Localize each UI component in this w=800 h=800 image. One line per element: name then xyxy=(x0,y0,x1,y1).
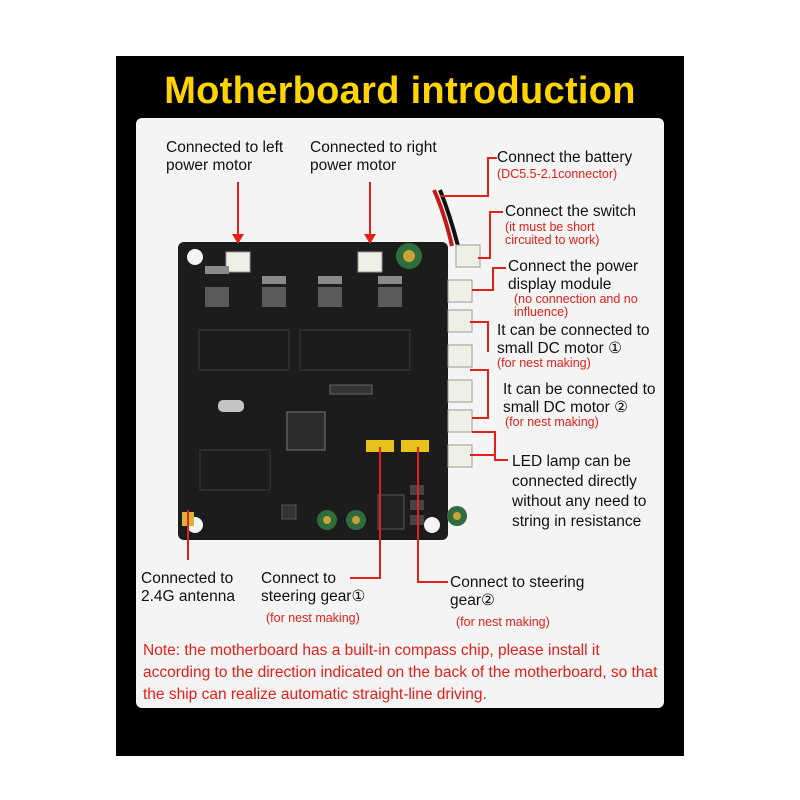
label-steering-1: Connect to steering gear① xyxy=(261,570,366,605)
annotation-lines xyxy=(187,157,508,583)
label-dc-motor-1-sub: (for nest making) xyxy=(497,356,591,370)
label-dc-motor-2: It can be connected to small DC motor ② xyxy=(503,381,656,416)
label-antenna: Connected to 2.4G antenna xyxy=(141,570,235,605)
label-left-motor: Connected to left power motor xyxy=(166,139,284,174)
note-text: Note: the motherboard has a built-in com… xyxy=(143,642,658,703)
motherboard-image xyxy=(178,189,481,540)
label-steering-2: Connect to steering gear② xyxy=(450,574,585,609)
label-battery: Connect the battery xyxy=(497,149,633,166)
label-dc-motor-2-sub: (for nest making) xyxy=(505,415,599,429)
label-power-display-sub: (no connection and no influence) xyxy=(514,292,638,319)
label-right-motor: Connected to right power motor xyxy=(310,139,437,174)
label-battery-sub: (DC5.5-2.1connector) xyxy=(497,167,618,181)
label-led: LED lamp can be connected directly witho… xyxy=(512,453,647,530)
label-steering-1-sub: (for nest making) xyxy=(266,611,360,625)
page-title: Motherboard introduction xyxy=(164,70,636,112)
label-switch-sub: (it must be short circuited to work) xyxy=(505,220,600,247)
label-switch: Connect the switch xyxy=(505,203,636,220)
label-steering-2-sub: (for nest making) xyxy=(456,615,550,629)
label-power-display: Connect the power display module xyxy=(508,258,639,293)
label-dc-motor-1: It can be connected to small DC motor ① xyxy=(497,322,650,357)
